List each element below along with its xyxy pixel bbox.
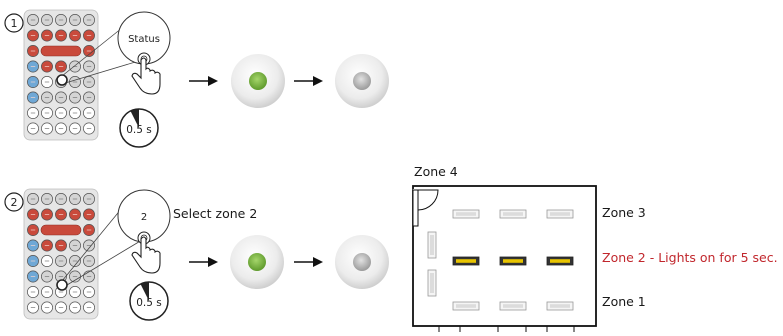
remote-body [23,188,99,320]
zone-4-label: Zone 4 [414,164,458,179]
light-fixture-icon [452,209,480,219]
light-fixture-on [499,256,527,266]
light-fixture-icon [499,301,527,311]
button-label: 2 [141,212,147,223]
arrow-right-icon [294,257,323,267]
hold-time: 0.5 s [126,124,152,136]
arrow-right-icon [189,76,218,86]
callout-line [61,207,123,282]
led-indicator-green [230,235,284,289]
timer-icon [119,108,159,148]
light-fixture-icon [546,301,574,311]
step-number: 2 [11,196,18,209]
light-fixture-icon [452,301,480,311]
step-number-badge [4,192,24,212]
highlighted-button [56,74,68,86]
step-1: 1 Status 0.5 s [4,9,389,148]
pointing-hand-icon [131,231,161,274]
callout-line [61,59,143,85]
door-icon [412,189,439,227]
remote-button [40,224,82,236]
instruction-text: Select zone 2 [173,206,257,221]
step-2: 2 2 Select zone 2 0.5 s [4,188,389,321]
floor-plan [412,185,597,332]
led-indicator-off [335,54,389,108]
remote-control [23,188,99,320]
hold-time: 0.5 s [136,297,162,309]
light-fixture-icon [499,209,527,219]
light-fixture-icon [546,209,574,219]
zone-2-label: Zone 2 - Lights on for 5 sec. [602,250,778,265]
callout-line [61,27,123,77]
pointing-hand-icon [131,52,161,95]
arrow-right-icon [189,257,218,267]
timer-icon [129,281,169,321]
light-fixture-on [546,256,574,266]
led-indicator-green [231,54,285,108]
led-indicator-off [335,235,389,289]
step-number-badge [4,13,24,33]
highlighted-button [56,279,68,291]
light-fixture-icon [427,269,437,297]
zone-1-label: Zone 1 [602,294,646,309]
step-number: 1 [11,17,18,30]
light-fixture-icon [427,231,437,259]
zone-3-label: Zone 3 [602,205,646,220]
button-label: Status [128,34,160,45]
callout-line [61,239,143,289]
light-fixture-on [452,256,480,266]
remote-button [40,45,82,57]
arrow-right-icon [294,76,323,86]
wall-ticks [438,326,575,332]
